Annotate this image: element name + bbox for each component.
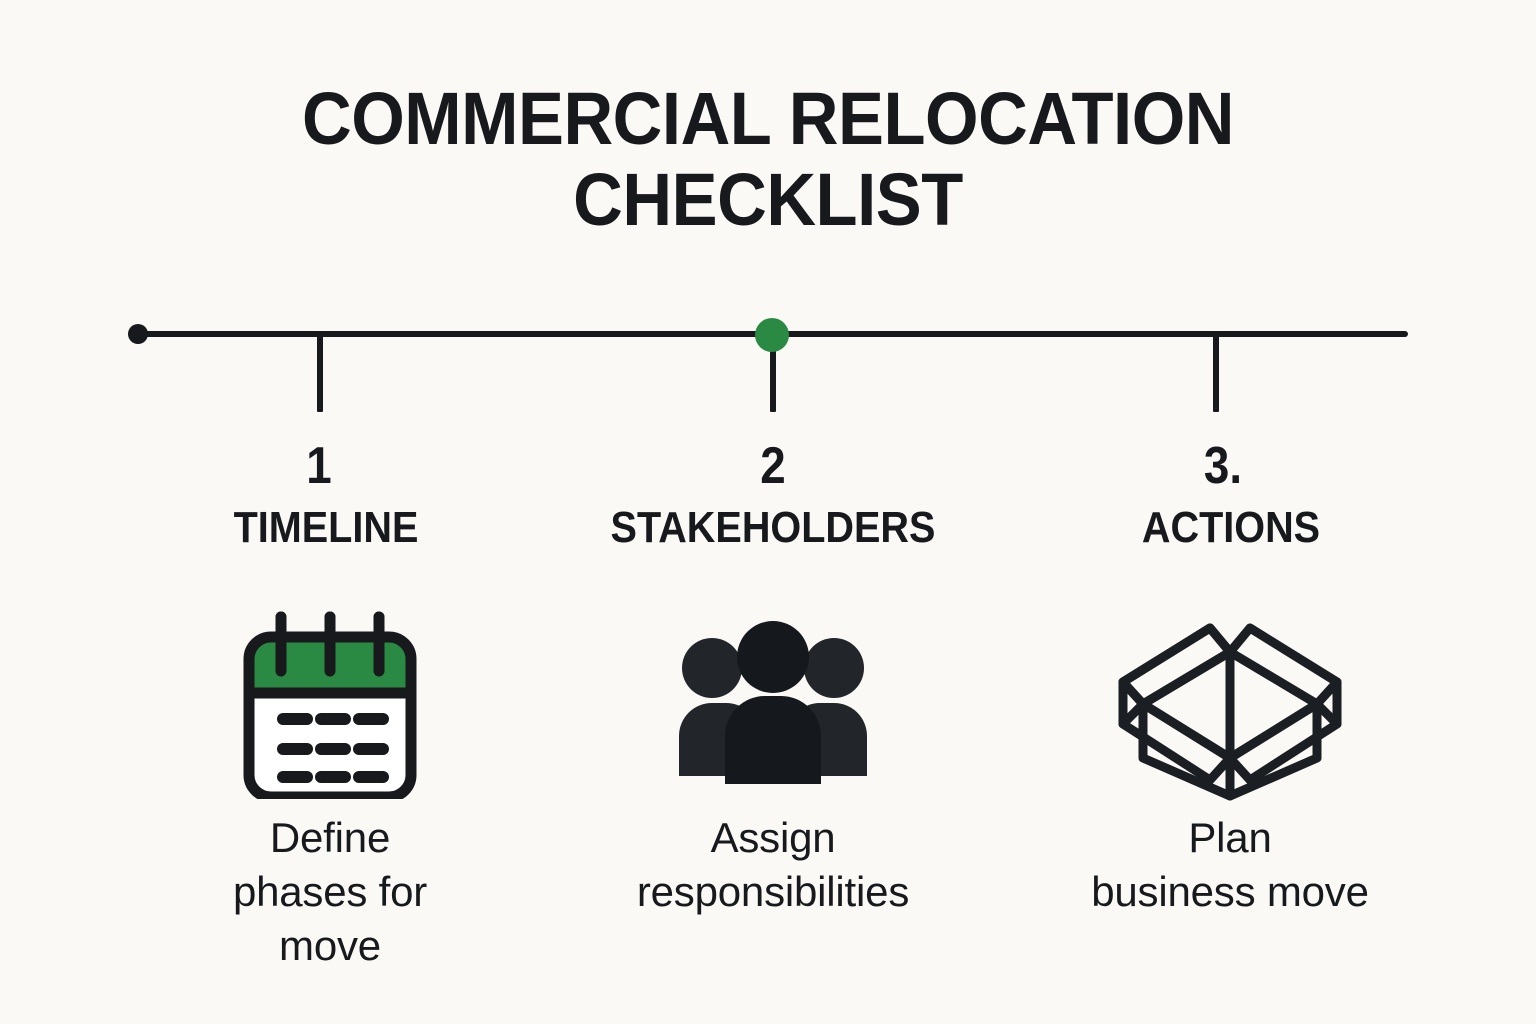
step-label-2: STAKEHOLDERS	[610, 503, 936, 552]
people-group-icon	[679, 621, 867, 784]
step-icon-3	[1015, 596, 1445, 811]
step-caption-2: Assign responsibilities	[553, 811, 993, 919]
step-icon-1	[110, 596, 550, 811]
step-number-1: 1	[306, 437, 332, 495]
calendar-icon	[243, 611, 417, 799]
step-column-2: 2 STAKEHOLDERS Assign responsibilities	[553, 440, 993, 919]
step-caption-2-line-2: responsibilities	[636, 867, 910, 915]
step-caption-2-line-1: Assign	[710, 814, 836, 861]
timeline-tick-2	[770, 334, 776, 412]
step-caption-3-line-2: business move	[1091, 867, 1369, 915]
timeline-active-marker	[755, 318, 789, 352]
timeline-tick-3	[1213, 334, 1219, 412]
step-caption-1-line-3: move	[279, 921, 381, 969]
step-column-3: 3. ACTIONS	[1005, 440, 1445, 919]
step-caption-1: Define phases for move	[110, 811, 550, 972]
step-number-3: 3.	[1203, 437, 1243, 495]
step-caption-1-line-2: phases for	[232, 867, 428, 915]
step-number-2: 2	[760, 437, 786, 495]
step-caption-3: Plan business move	[1015, 811, 1445, 919]
step-label-1: TIMELINE	[233, 503, 419, 552]
step-label-3: ACTIONS	[1141, 503, 1321, 552]
timeline-tick-1	[317, 334, 323, 412]
step-caption-3-line-1: Plan	[1188, 814, 1272, 861]
timeline	[0, 300, 1536, 430]
page-title: COMMERCIAL RELOCATION CHECKLIST	[54, 78, 1482, 241]
open-box-icon	[1118, 623, 1342, 801]
page-title-line-1: COMMERCIAL RELOCATION	[301, 77, 1235, 160]
step-caption-1-line-1: Define	[269, 814, 391, 861]
page-title-line-2: CHECKLIST	[573, 158, 963, 242]
step-column-1: 1 TIMELINE	[110, 440, 550, 972]
step-icon-2	[553, 596, 993, 811]
